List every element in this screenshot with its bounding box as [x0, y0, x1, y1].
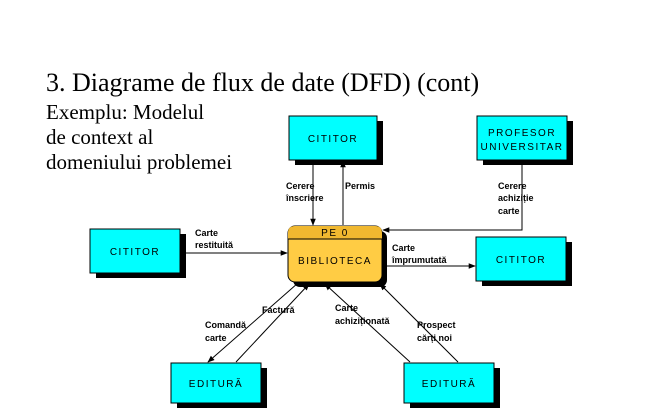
flow-label-comanda-carte: Comandă carte: [205, 320, 247, 343]
flow-label-text: Factură: [262, 305, 296, 315]
subtitle-line-3: domeniului problemei: [46, 150, 233, 174]
flow-label-factura: Factură: [262, 305, 296, 315]
subtitle-line-1: Exemplu: Modelul: [46, 100, 205, 124]
entity-editura-left-label: EDITURĂ: [189, 377, 243, 390]
flow-label-text: înscriere: [285, 193, 324, 203]
entity-editura-right-label: EDITURĂ: [422, 377, 476, 390]
flow-label-cerere-inscriere: Cerere înscriere: [285, 181, 324, 203]
entity-cititor-right-label: CITITOR: [496, 255, 546, 266]
flow-carte-achizitionata-arrow: [324, 283, 411, 363]
entity-cititor-top: CITITOR: [288, 115, 383, 165]
flow-label-carte-achizitionata: Carte achiziționată: [335, 303, 391, 326]
entity-cititor-left: CITITOR: [89, 228, 186, 278]
process-biblioteca: PE 0 BIBLIOTECA: [287, 225, 387, 287]
entity-cititor-top-label: CITITOR: [308, 134, 358, 145]
entity-cititor-right: CITITOR: [475, 236, 572, 286]
flow-label-text: cărți noi: [417, 333, 452, 343]
entity-profesor-label-line2: UNIVERSITAR: [481, 142, 564, 153]
flow-label-text: Carte: [195, 228, 218, 238]
flow-prospect-carti-arrow: [379, 283, 459, 363]
page-subtitle: Exemplu: Modelul de context al domeniulu…: [46, 100, 232, 175]
subtitle-line-2: de context al: [46, 125, 154, 149]
flow-label-text: Carte: [335, 303, 358, 313]
flow-label-text: Permis: [345, 181, 375, 191]
flow-label-permis: Permis: [345, 181, 375, 191]
entity-editura-left: EDITURĂ: [170, 362, 267, 408]
process-id: PE 0: [321, 228, 349, 239]
flow-label-text: achiziționată: [335, 316, 391, 326]
flow-label-text: Prospect: [417, 320, 456, 330]
flow-label-prospect-carti: Prospect cărți noi: [417, 320, 456, 343]
flow-label-text: carte: [205, 333, 227, 343]
flow-label-text: Comandă: [205, 320, 247, 330]
flow-cerere-achizitie-arrow: [382, 160, 523, 233]
flow-label-text: Carte: [392, 243, 415, 253]
flow-label-text: restituită: [195, 240, 234, 250]
process-name: BIBLIOTECA: [298, 256, 372, 267]
entity-profesor-label-line1: PROFESOR: [488, 128, 556, 139]
flow-label-text: achiziție: [498, 193, 534, 203]
flow-label-cerere-achizitie: Cerere achiziție carte: [498, 181, 534, 216]
flow-label-text: carte: [498, 206, 520, 216]
flow-label-carte-restituita: Carte restituită: [195, 228, 234, 250]
flow-label-carte-imprumutata: Carte împrumutată: [391, 243, 448, 265]
entity-cititor-left-label: CITITOR: [110, 247, 160, 258]
flow-factura-arrow: [235, 283, 310, 363]
flow-label-text: Cerere: [498, 181, 527, 191]
entity-profesor-universitar: PROFESOR UNIVERSITAR: [476, 115, 573, 165]
flow-label-text: împrumutată: [391, 255, 448, 265]
page-title: 3. Diagrame de flux de date (DFD) (cont): [46, 68, 480, 97]
flow-label-text: Cerere: [286, 181, 315, 191]
flow-comanda-carte-arrow: [207, 282, 299, 363]
entity-editura-right: EDITURĂ: [403, 362, 500, 408]
